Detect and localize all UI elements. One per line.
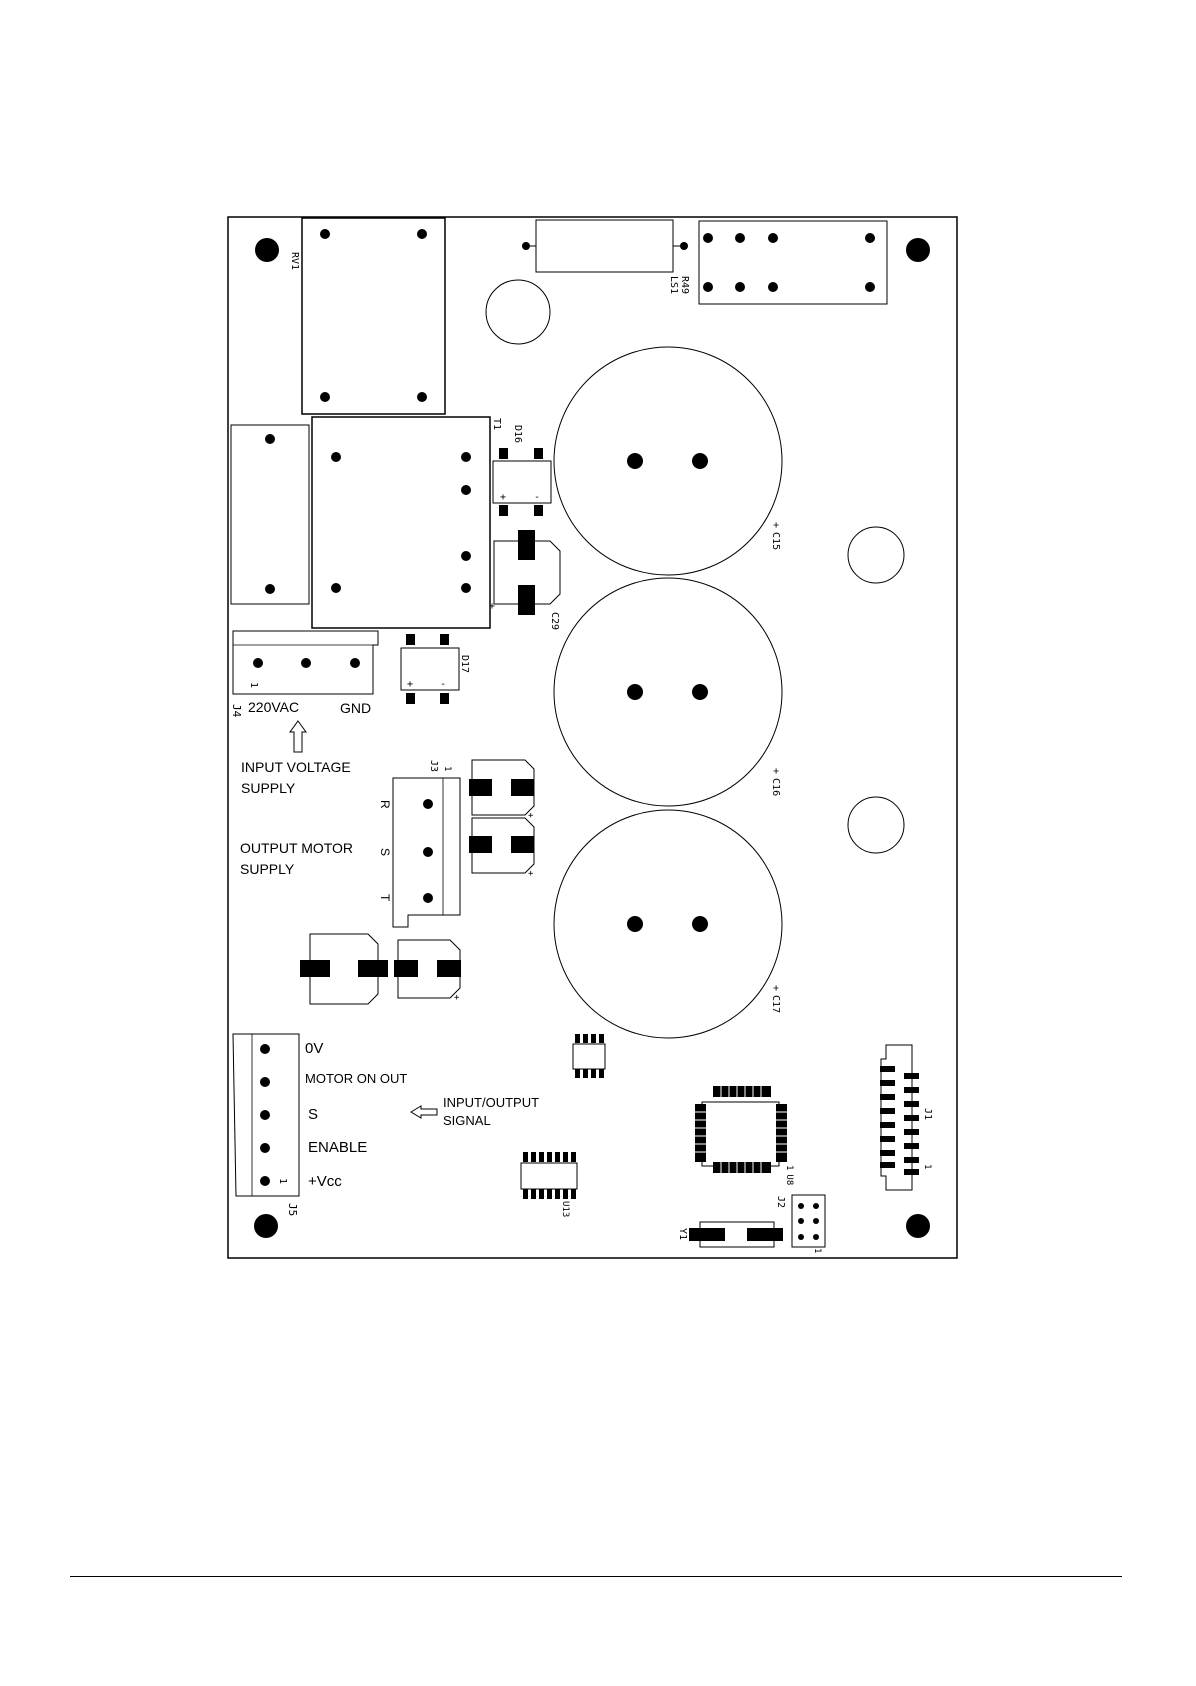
- c16-label: +C16: [770, 768, 781, 796]
- j4-pin1: 1: [248, 682, 259, 688]
- label-output-supply: SUPPLY: [240, 861, 295, 877]
- label-input-output: INPUT/OUTPUT: [443, 1095, 539, 1110]
- label-input-voltage: INPUT VOLTAGE: [241, 759, 351, 775]
- board-outline: [228, 217, 957, 1258]
- label-s: S: [308, 1106, 318, 1123]
- j3-pin1: 1: [442, 766, 452, 771]
- j3-label: J3: [428, 760, 439, 772]
- ls1-label: LS1: [668, 276, 679, 294]
- mounting-hole-bottom-right: [906, 1214, 930, 1238]
- label-220vac: 220VAC: [248, 699, 299, 715]
- u8-label: 1U8: [784, 1165, 794, 1185]
- footer-rule: [70, 1576, 1122, 1577]
- c29-label: C29: [549, 612, 560, 630]
- label-enable: ENABLE: [308, 1139, 367, 1156]
- d16-label: D16: [512, 425, 523, 443]
- smd-cap-lower-left-small-plus: +: [454, 993, 460, 1003]
- mounting-hole-top-right: [906, 238, 930, 262]
- d16-minus: -: [534, 492, 540, 503]
- j5-label: J5: [286, 1203, 299, 1216]
- d17-plus: +: [407, 679, 413, 690]
- label-phase-t: T: [378, 894, 392, 902]
- j1-label: J1: [922, 1108, 933, 1120]
- t1-label: T1: [491, 418, 502, 430]
- j2-pin1: 1: [812, 1248, 822, 1253]
- d17-label: D17: [459, 655, 470, 673]
- label-phase-r: R: [378, 800, 392, 809]
- c29-plus: +: [489, 601, 495, 612]
- d16-plus: +: [500, 492, 506, 503]
- j4-label: J4: [230, 704, 243, 718]
- label-signal: SIGNAL: [443, 1113, 491, 1128]
- y1-label: Y1: [677, 1228, 688, 1240]
- j1-pin1: 1: [922, 1164, 932, 1169]
- label-output-motor: OUTPUT MOTOR: [240, 840, 353, 856]
- label-phase-s: S: [378, 848, 392, 856]
- c15-label: +C15: [770, 522, 781, 550]
- d17-minus: -: [440, 679, 446, 690]
- label-vcc: +Vcc: [308, 1173, 342, 1190]
- r49-label: R49: [679, 276, 690, 294]
- label-motor-on-out: MOTOR ON OUT: [305, 1071, 407, 1086]
- j2-label: J2: [775, 1196, 786, 1208]
- label-input-supply: SUPPLY: [241, 780, 296, 796]
- u13-label: U13: [560, 1201, 570, 1217]
- smd-cap-j3-upper-plus: +: [528, 811, 534, 821]
- j5-pin1: 1: [277, 1178, 288, 1184]
- c17-label: +C17: [770, 985, 781, 1013]
- label-gnd: GND: [340, 700, 371, 716]
- label-0v: 0V: [305, 1040, 323, 1057]
- smd-cap-j3-lower-plus: +: [528, 869, 534, 879]
- mounting-hole-top-left: [255, 238, 279, 262]
- rv1-label: RV1: [289, 252, 300, 270]
- mounting-hole-bottom-left: [254, 1214, 278, 1238]
